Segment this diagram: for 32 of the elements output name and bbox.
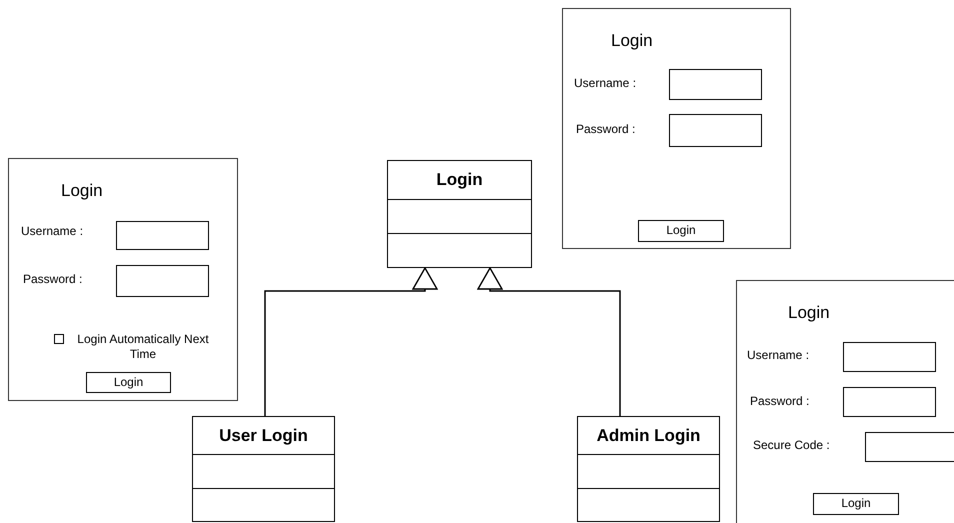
login-form-panel [736, 280, 954, 523]
input-field [116, 221, 209, 250]
input-field [116, 265, 209, 297]
input-field [843, 342, 936, 372]
generalization-arrow [477, 267, 621, 416]
generalization-arrow [264, 267, 438, 416]
field-label: Password : [576, 122, 636, 136]
login-button: Login [638, 220, 724, 242]
login-button: Login [86, 372, 171, 393]
class-name: Admin Login [596, 426, 702, 446]
input-field [669, 114, 762, 147]
class-box [577, 416, 720, 522]
class-box [387, 160, 532, 268]
input-field [865, 432, 954, 462]
field-label: Username : [747, 348, 810, 362]
form-heading: Login [61, 181, 103, 201]
checkbox-label: Login Automatically Next Time [76, 332, 210, 362]
field-label: Password : [23, 272, 82, 286]
class-name: User Login [218, 426, 309, 446]
class-box [192, 416, 335, 522]
field-label: Password : [750, 394, 810, 408]
form-heading: Login [788, 303, 830, 323]
field-label: Username : [574, 76, 636, 90]
class-name: Login [435, 170, 484, 190]
field-label: Username : [21, 224, 84, 238]
form-heading: Login [611, 31, 653, 51]
login-form-panel [8, 158, 238, 401]
login-button: Login [813, 493, 899, 515]
field-label: Secure Code : [753, 438, 830, 452]
input-field [669, 69, 762, 100]
login-form-panel [562, 8, 791, 249]
input-field [843, 387, 936, 417]
